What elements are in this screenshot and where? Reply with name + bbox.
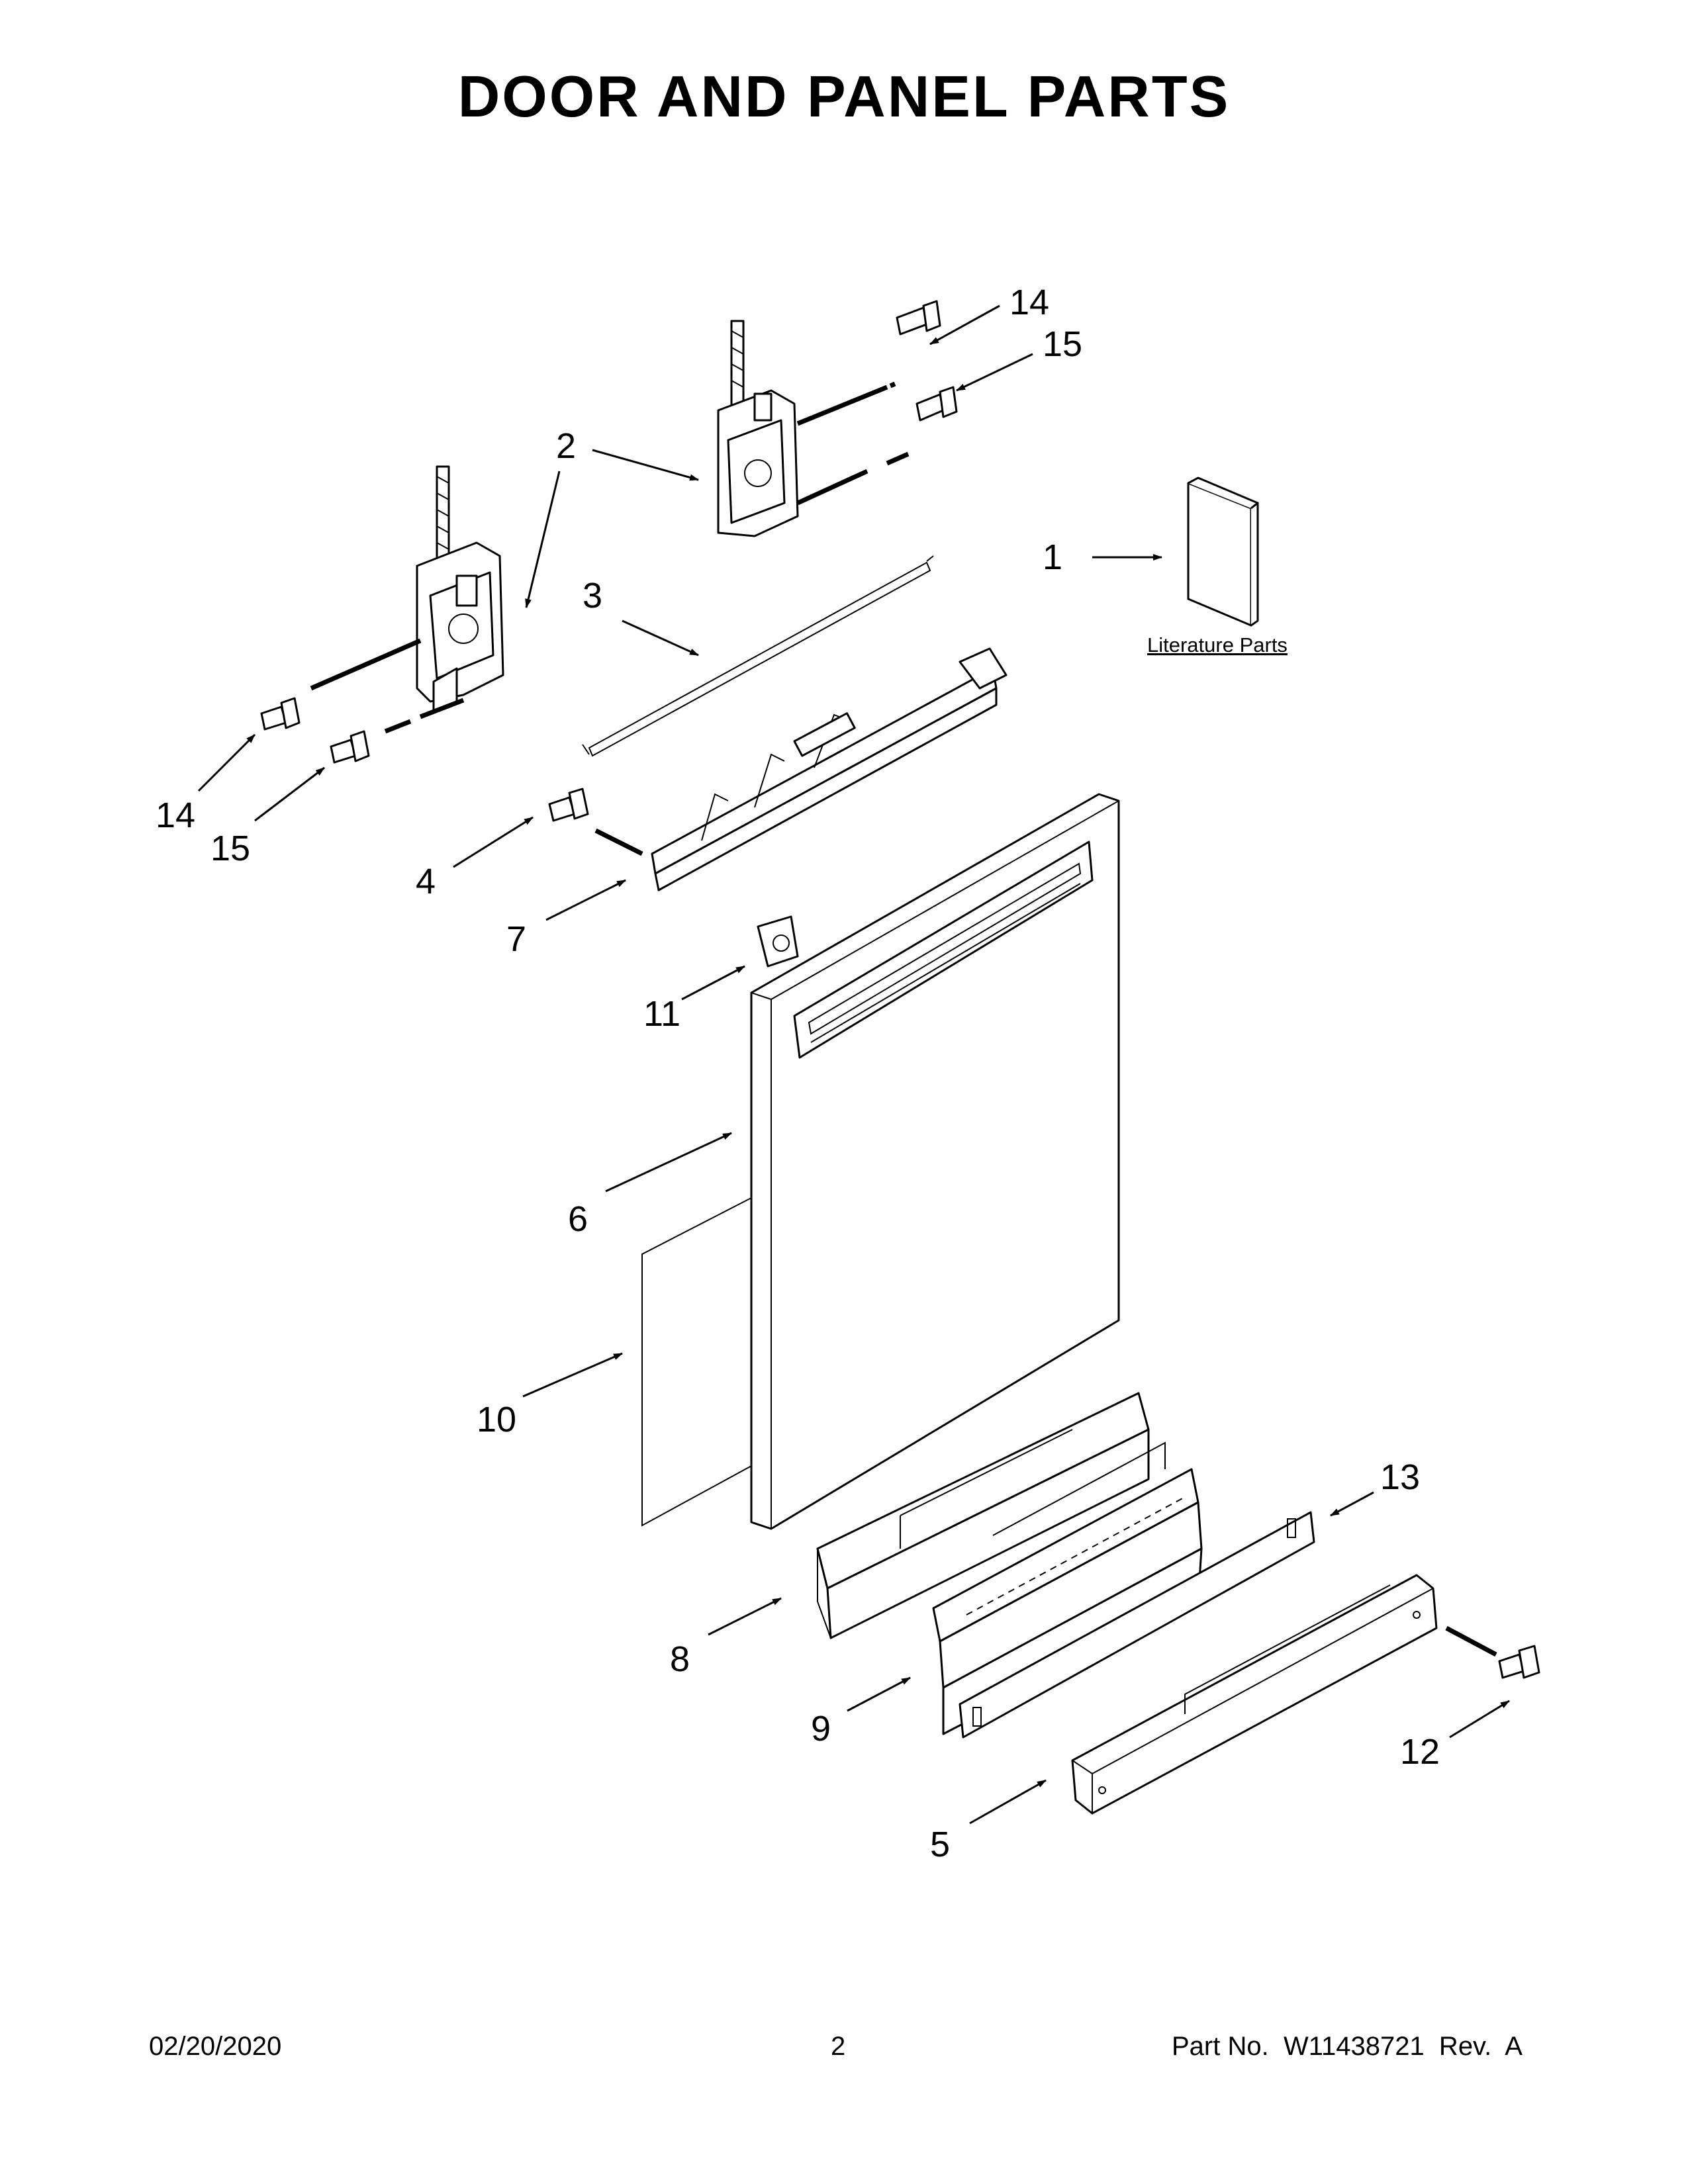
callout-10: 10	[477, 1400, 516, 1439]
screw-15-upper	[915, 386, 958, 422]
callout-14-lower: 14	[156, 796, 195, 835]
callout-12: 12	[1400, 1732, 1440, 1772]
callout-14-upper: 14	[1009, 283, 1049, 322]
callout-1: 1	[1043, 537, 1062, 577]
left-hinge	[416, 465, 504, 713]
screw-4	[548, 788, 589, 822]
outer-door-panel	[750, 793, 1120, 1530]
callout-15-upper: 15	[1043, 324, 1082, 364]
callout-8: 8	[670, 1639, 690, 1679]
leader-arrows	[197, 304, 1510, 1825]
footer-part-number: Part No. W11438721 Rev. A	[1172, 2032, 1523, 2061]
callout-6: 6	[568, 1199, 588, 1239]
literature-parts-label: Literature Parts	[1147, 633, 1288, 657]
callout-11: 11	[643, 994, 680, 1034]
callout-15-lower: 15	[211, 829, 250, 868]
footer-page-number: 2	[831, 2032, 846, 2061]
mounting-lines	[310, 381, 1497, 1657]
hinge-clip	[757, 915, 799, 968]
callout-13: 13	[1380, 1457, 1420, 1497]
literature-book	[1187, 477, 1259, 627]
callout-3: 3	[583, 576, 602, 615]
right-hinge	[717, 320, 799, 537]
panel-strip	[959, 1511, 1315, 1739]
callout-9: 9	[811, 1709, 831, 1749]
page-title: DOOR AND PANEL PARTS	[457, 64, 1231, 129]
kickplate	[1071, 1574, 1438, 1815]
rod	[582, 555, 934, 757]
inner-panel-sheet	[641, 1197, 752, 1527]
screw-14-lower	[260, 697, 301, 731]
callout-7: 7	[506, 919, 526, 959]
callout-2: 2	[556, 426, 576, 466]
door-trim-bracket	[651, 647, 1008, 891]
screw-15-lower	[330, 730, 370, 764]
callout-5: 5	[930, 1825, 950, 1864]
callout-4: 4	[416, 862, 436, 901]
screw-14-upper	[896, 300, 941, 336]
screw-12	[1498, 1645, 1540, 1679]
insulation-block-8	[816, 1392, 1150, 1639]
footer-date: 02/20/2020	[149, 2032, 282, 2061]
